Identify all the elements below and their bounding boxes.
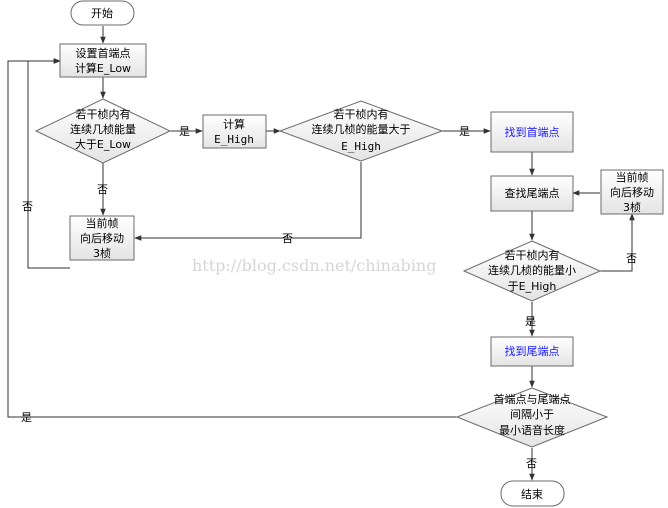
- move2-node: 当前帧 向后移动 3桢: [600, 169, 664, 215]
- found-head-node: 找到首端点: [490, 111, 574, 153]
- move1-line2: 向后移动: [80, 231, 124, 245]
- cond4-node: 首端点与尾端点 间隔小于 最小语音长度: [455, 387, 609, 448]
- cond2-line3: E_High: [341, 140, 381, 153]
- move2-line2: 向后移动: [610, 185, 654, 199]
- start-node: 开始: [70, 0, 135, 26]
- cond3-node: 若干桢内有 连续几桢的能量小 于E_High: [462, 240, 602, 302]
- calc-high-line1: 计算: [223, 117, 245, 131]
- cond2-no-label: 否: [282, 232, 293, 245]
- end-node: 结束: [500, 480, 565, 507]
- edge-cond2-no: [134, 162, 362, 241]
- cond1-yes-label: 是: [179, 125, 190, 138]
- cond2-line1: 若干桢内有: [334, 107, 389, 121]
- find-tail-label: 查找尾端点: [505, 186, 560, 200]
- cond1-line1: 若干桢内有: [76, 107, 131, 121]
- loop-no-label: 否: [22, 200, 33, 213]
- cond2-node: 若干桢内有 连续几桢的能量大于 E_High: [278, 100, 444, 162]
- cond3-line2: 连续几桢的能量小: [488, 263, 576, 277]
- edge-cond3-no: [600, 213, 635, 272]
- cond4-no-label: 否: [526, 457, 537, 470]
- cond2-line2: 连续几桢的能量大于: [312, 122, 411, 136]
- cond4-line1: 首端点与尾端点: [494, 392, 571, 406]
- find-tail-node: 查找尾端点: [490, 175, 574, 212]
- calc-high-line2: E_High: [214, 133, 254, 146]
- cond3-line1: 若干桢内有: [505, 248, 560, 262]
- move2-line1: 当前帧: [616, 170, 649, 184]
- cond4-line2: 间隔小于: [510, 408, 554, 421]
- move1-line3: 3桢: [93, 246, 111, 260]
- edge-move1-loop: [27, 58, 70, 269]
- move2-line3: 3桢: [623, 200, 641, 214]
- cond3-line3: 于E_High: [508, 280, 557, 293]
- cond1-node: 若干桢内有 连续几桢能量 大于E_Low: [34, 98, 172, 164]
- end-label: 结束: [521, 488, 543, 501]
- cond1-line3: 大于E_Low: [75, 137, 131, 151]
- cond4-line3: 最小语音长度: [499, 423, 565, 437]
- calc-high-node: 计算 E_High: [202, 114, 267, 149]
- start-label: 开始: [91, 6, 113, 20]
- found-tail-label: 找到尾端点: [505, 344, 560, 358]
- cond4-yes-label: 是: [21, 411, 32, 424]
- set-head-line2: 计算E_Low: [75, 61, 131, 75]
- cond3-yes-label: 是: [525, 315, 536, 328]
- watermark: http://blog.csdn.net/chinabing: [192, 256, 436, 275]
- found-head-label: 找到首端点: [505, 125, 560, 139]
- edge-cond4-yes: [7, 58, 457, 418]
- set-head-line1: 设置首端点: [76, 46, 131, 60]
- cond2-yes-label: 是: [459, 125, 470, 138]
- found-tail-node: 找到尾端点: [490, 336, 574, 367]
- cond3-no-label: 否: [626, 252, 637, 265]
- move1-node: 当前帧 向后移动 3桢: [69, 215, 135, 261]
- set-head-node: 设置首端点 计算E_Low: [59, 43, 147, 78]
- move1-line1: 当前帧: [86, 216, 119, 230]
- cond1-line2: 连续几桢能量: [70, 122, 136, 136]
- cond1-no-label: 否: [97, 183, 108, 196]
